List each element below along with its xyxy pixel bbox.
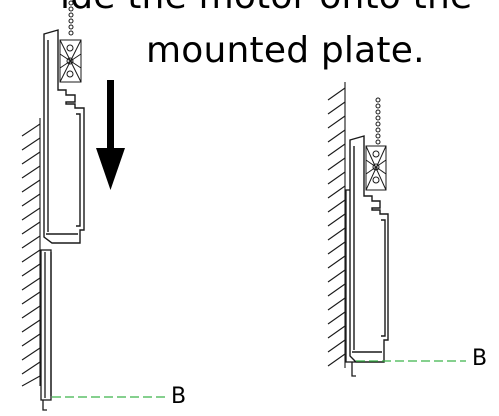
right-motor-body [349, 135, 389, 363]
left-sprocket [59, 39, 82, 83]
right-sprocket [365, 145, 387, 191]
right-figure [327, 82, 466, 377]
instruction-text-line-2: mounted plate. [146, 30, 425, 71]
bead-chain-icon [68, 0, 74, 36]
left-figure [21, 0, 168, 411]
label-b-right: B [472, 346, 488, 371]
left-motor-body [43, 29, 85, 244]
left-wall-hatching [21, 118, 41, 387]
left-mounting-plate [40, 249, 52, 411]
down-arrow-icon [96, 80, 125, 190]
instruction-text-line-1: ide the motor onto the [60, 0, 472, 17]
right-bead-chain-icon [375, 97, 381, 145]
right-wall-hatching [327, 82, 346, 368]
label-b-left: B [171, 384, 187, 409]
